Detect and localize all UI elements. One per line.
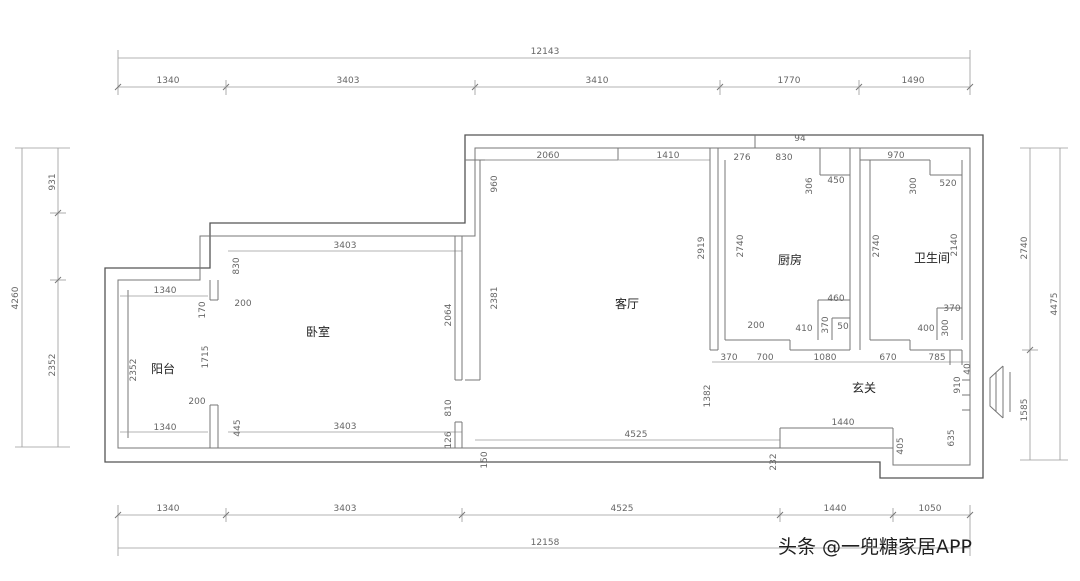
bedroom: 3403 3403 830 2064 810 126 卧室 [228, 236, 463, 449]
dim-bath-400: 400 [917, 324, 934, 334]
dim-top-1: 1340 [157, 76, 180, 86]
dim-kit-200: 200 [747, 321, 764, 331]
dim-top-3: 3410 [586, 76, 609, 86]
dim-bottom-total: 12158 [531, 538, 560, 548]
dim-bath-2740: 2740 [872, 234, 882, 257]
dim-bal-200-top: 200 [234, 299, 251, 309]
dim-liv-1410: 1410 [657, 151, 680, 161]
dim-liv-2060: 2060 [537, 151, 560, 161]
dim-ent-40: 40 [963, 363, 973, 375]
dim-liv-232: 232 [769, 453, 779, 470]
dim-kit-2740: 2740 [736, 234, 746, 257]
dim-bath-300: 300 [909, 177, 919, 194]
dim-bed-830: 830 [232, 257, 242, 274]
entry-arrow-icon [989, 365, 1011, 419]
right-dimensions: 2740 4475 1585 [1020, 147, 1068, 461]
dim-bed-810: 810 [444, 399, 454, 416]
dim-bath-2140: 2140 [950, 233, 960, 256]
dim-bottom-3: 4525 [611, 504, 634, 514]
top-dimensions: 12143 1340 3403 3410 1770 1490 [114, 47, 974, 95]
room-label-entrance: 玄关 [852, 380, 876, 395]
dim-bed-126: 126 [444, 431, 454, 448]
bottom-dimensions: 1340 3403 4525 1440 1050 12158 [114, 504, 974, 556]
room-label-living: 客厅 [615, 296, 639, 311]
dim-kit-410: 410 [795, 324, 812, 334]
dim-left-top: 931 [48, 173, 58, 190]
dim-bal-445: 445 [233, 419, 243, 436]
dim-bed-bottom: 3403 [334, 422, 357, 432]
dim-balcony-h: 2352 [129, 359, 139, 382]
balcony: 1340 1340 2352 170 1715 200 200 445 阳台 [120, 280, 252, 448]
dim-bottom-5: 1050 [919, 504, 942, 514]
dim-row-1080: 1080 [814, 353, 837, 363]
room-label-bathroom: 卫生间 [914, 251, 950, 265]
dim-bath-370: 370 [943, 304, 960, 314]
dim-balcony-bottom: 1340 [154, 423, 177, 433]
dim-left-total: 4260 [11, 286, 21, 309]
dim-ent-635: 635 [947, 429, 957, 446]
room-label-bedroom: 卧室 [306, 324, 330, 339]
dim-kit-50: 50 [837, 322, 849, 332]
dim-row-785: 785 [928, 353, 945, 363]
dim-top-2: 3403 [337, 76, 360, 86]
dim-bal-170: 170 [198, 301, 208, 318]
dim-bal-1715: 1715 [201, 346, 211, 369]
dim-liv-960: 960 [490, 175, 500, 192]
dim-kit-276: 276 [733, 153, 750, 163]
dim-row-370: 370 [720, 353, 737, 363]
dim-ent-910: 910 [953, 376, 963, 393]
dim-bal-200-bottom: 200 [188, 397, 205, 407]
dim-balcony-top: 1340 [154, 286, 177, 296]
watermark: 头条 @一兜糖家居APP [778, 536, 972, 558]
dim-top-total: 12143 [531, 47, 560, 57]
room-label-balcony: 阳台 [151, 361, 175, 376]
dim-kit-830: 830 [775, 153, 792, 163]
dim-left-bottom: 2352 [48, 354, 58, 377]
dim-liv-150: 150 [480, 451, 490, 468]
dim-bed-top: 3403 [334, 241, 357, 251]
dim-liv-2919: 2919 [697, 236, 707, 259]
dim-bath-300b: 300 [941, 319, 951, 336]
dim-kit-94: 94 [794, 134, 806, 144]
kitchen: 94 276 830 306 450 2740 200 460 410 370 … [724, 134, 861, 351]
dim-kit-370: 370 [821, 316, 831, 333]
dim-row-670: 670 [879, 353, 896, 363]
dim-liv-2381: 2381 [490, 287, 500, 310]
dim-top-5: 1490 [902, 76, 925, 86]
dim-bath-970: 970 [887, 151, 904, 161]
living-room: 2060 1410 960 2381 2919 1382 4525 150 23… [462, 148, 893, 471]
dim-bottom-4: 1440 [824, 504, 847, 514]
dim-ent-405: 405 [896, 437, 906, 454]
dim-liv-4525: 4525 [625, 430, 648, 440]
dim-bath-520: 520 [939, 179, 956, 189]
dim-kit-460: 460 [827, 294, 844, 304]
dim-row-700: 700 [756, 353, 773, 363]
dim-bottom-2: 3403 [334, 504, 357, 514]
room-label-kitchen: 厨房 [778, 252, 802, 267]
dim-right-bottom: 1585 [1020, 399, 1030, 422]
entrance: 370 700 1080 670 785 40 910 1440 405 635… [712, 350, 973, 465]
bathroom: 970 300 520 2740 2140 370 400 300 卫生间 [860, 151, 963, 351]
dim-kit-306: 306 [805, 177, 815, 194]
dim-bottom-1: 1340 [157, 504, 180, 514]
dim-right-total: 4475 [1050, 293, 1060, 316]
dim-kit-450: 450 [827, 176, 844, 186]
dim-right-top: 2740 [1020, 236, 1030, 259]
dim-ent-1440: 1440 [832, 418, 855, 428]
dim-bed-2064: 2064 [444, 303, 454, 326]
left-dimensions: 931 4260 2352 [11, 147, 70, 448]
dim-liv-1382: 1382 [703, 385, 713, 408]
dim-top-4: 1770 [778, 76, 801, 86]
